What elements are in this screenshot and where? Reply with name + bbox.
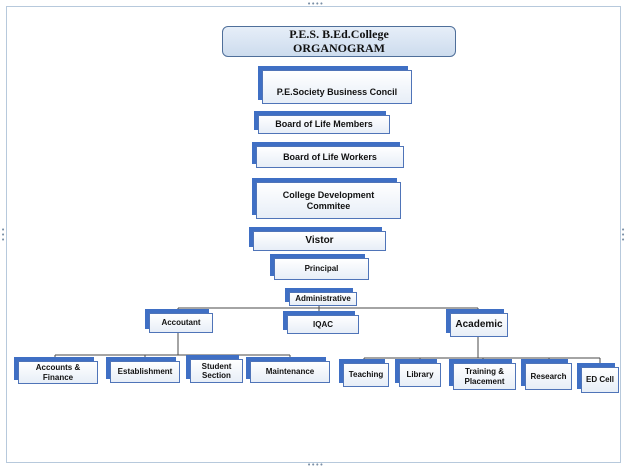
node-accountant: Accoutant — [149, 313, 213, 333]
node-board-life-members: Board of Life Members — [258, 115, 390, 134]
left-resize-handle[interactable]: ••• — [1, 226, 6, 244]
node-establishment: Establishment — [110, 361, 180, 383]
right-resize-handle[interactable]: ••• — [621, 226, 626, 244]
node-training-placement: Training & Placement — [453, 363, 516, 390]
organogram-title: P.E.S. B.Ed.College ORGANOGRAM — [222, 26, 456, 57]
node-visitor: Vistor — [253, 231, 386, 251]
node-student-section: Student Section — [190, 359, 243, 383]
node-research: Research — [525, 363, 572, 390]
node-iqac: IQAC — [287, 315, 359, 334]
top-resize-handle[interactable]: •••• — [307, 0, 324, 8]
node-principal: Principal — [274, 258, 369, 280]
node-ed-cell: ED Cell — [581, 367, 619, 393]
node-teaching: Teaching — [343, 363, 389, 387]
node-board-life-workers: Board of Life Workers — [256, 146, 404, 168]
node-maintenance: Maintenance — [250, 361, 330, 383]
node-administrative: Administrative — [289, 292, 357, 306]
node-academic: Academic — [450, 313, 508, 337]
bottom-resize-handle[interactable]: •••• — [307, 461, 324, 469]
node-library: Library — [399, 363, 441, 387]
node-accounts-finance: Accounts & Finance — [18, 361, 98, 384]
node-college-development: College Development Commitee — [256, 182, 401, 219]
node-business-council: P.E.Society Business Concil — [262, 70, 412, 104]
